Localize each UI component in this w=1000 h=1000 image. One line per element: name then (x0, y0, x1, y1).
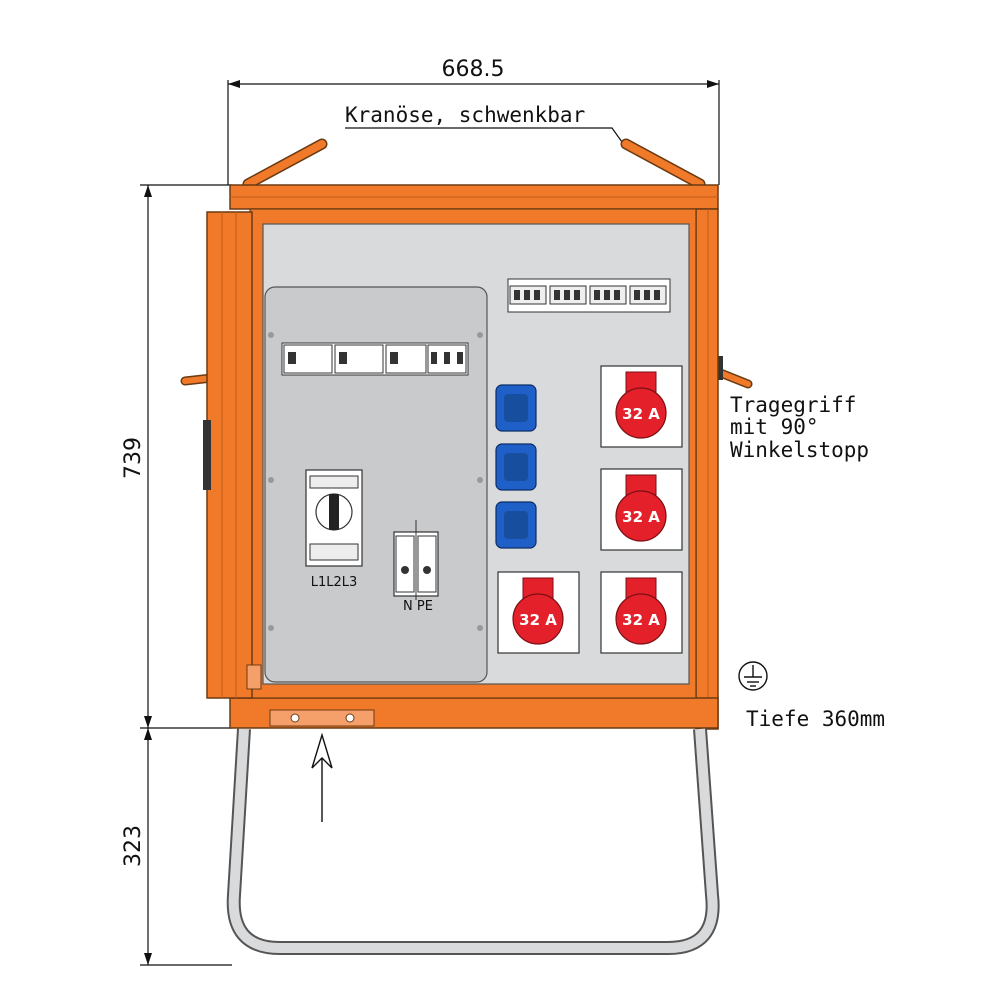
depth-label: Tiefe 360mm (746, 707, 885, 731)
cee-rating-3: 32 A (519, 611, 557, 629)
crane-eye-left (242, 138, 328, 190)
handle-line-1: Tragegriff (730, 393, 856, 417)
cee-socket-1: 32 A (600, 365, 683, 448)
cee-rating-2: 32 A (622, 508, 660, 526)
carry-handle-right (713, 356, 753, 389)
cee-socket-2: 32 A (600, 468, 683, 551)
mcb-group-2 (549, 285, 587, 305)
schuko-socket-3 (495, 501, 537, 549)
leg-height-dimension: 323 (121, 728, 232, 966)
cee-socket-4: 32 A (600, 571, 683, 654)
leg-height-label: 323 (121, 825, 146, 867)
open-door (203, 211, 262, 699)
handle-annotation: Tragegriff mit 90° Winkelstopp (730, 393, 869, 462)
crane-eye-label: Kranöse, schwenkbar (345, 103, 585, 127)
schuko-socket-2 (495, 443, 537, 491)
cee-rating-4: 32 A (622, 611, 660, 629)
height-label: 739 (121, 437, 146, 479)
rcd-3 (385, 344, 427, 374)
handle-line-2: mit 90° (730, 415, 819, 439)
crane-eye-right (620, 138, 706, 190)
height-dimension: 739 (121, 184, 232, 729)
mcb-row-top (507, 278, 671, 313)
main-switch: L1L2L3 (305, 469, 363, 590)
rcd-1 (283, 344, 333, 374)
schuko-socket-1 (495, 384, 537, 432)
rcd-row (281, 342, 469, 376)
mcb-group-3 (589, 285, 627, 305)
crane-eye-annotation: Kranöse, schwenkbar (345, 103, 623, 143)
cee-rating-1: 32 A (622, 405, 660, 423)
n-pe-terminals: N PE (393, 520, 439, 614)
rcd-2 (334, 344, 384, 374)
handle-line-3: Winkelstopp (730, 438, 869, 462)
cee-socket-3: 32 A (497, 571, 580, 654)
mcb-small (427, 344, 467, 374)
phase-label: L1L2L3 (311, 575, 358, 590)
width-label: 668.5 (442, 57, 505, 82)
n-pe-label: N PE (403, 599, 433, 614)
mcb-group-1 (509, 285, 547, 305)
mcb-group-4 (629, 285, 667, 305)
width-dimension: 668.5 (227, 57, 720, 185)
arrow-up-icon (311, 732, 333, 822)
earth-ground-icon (738, 661, 768, 691)
stand-frame (226, 728, 720, 955)
